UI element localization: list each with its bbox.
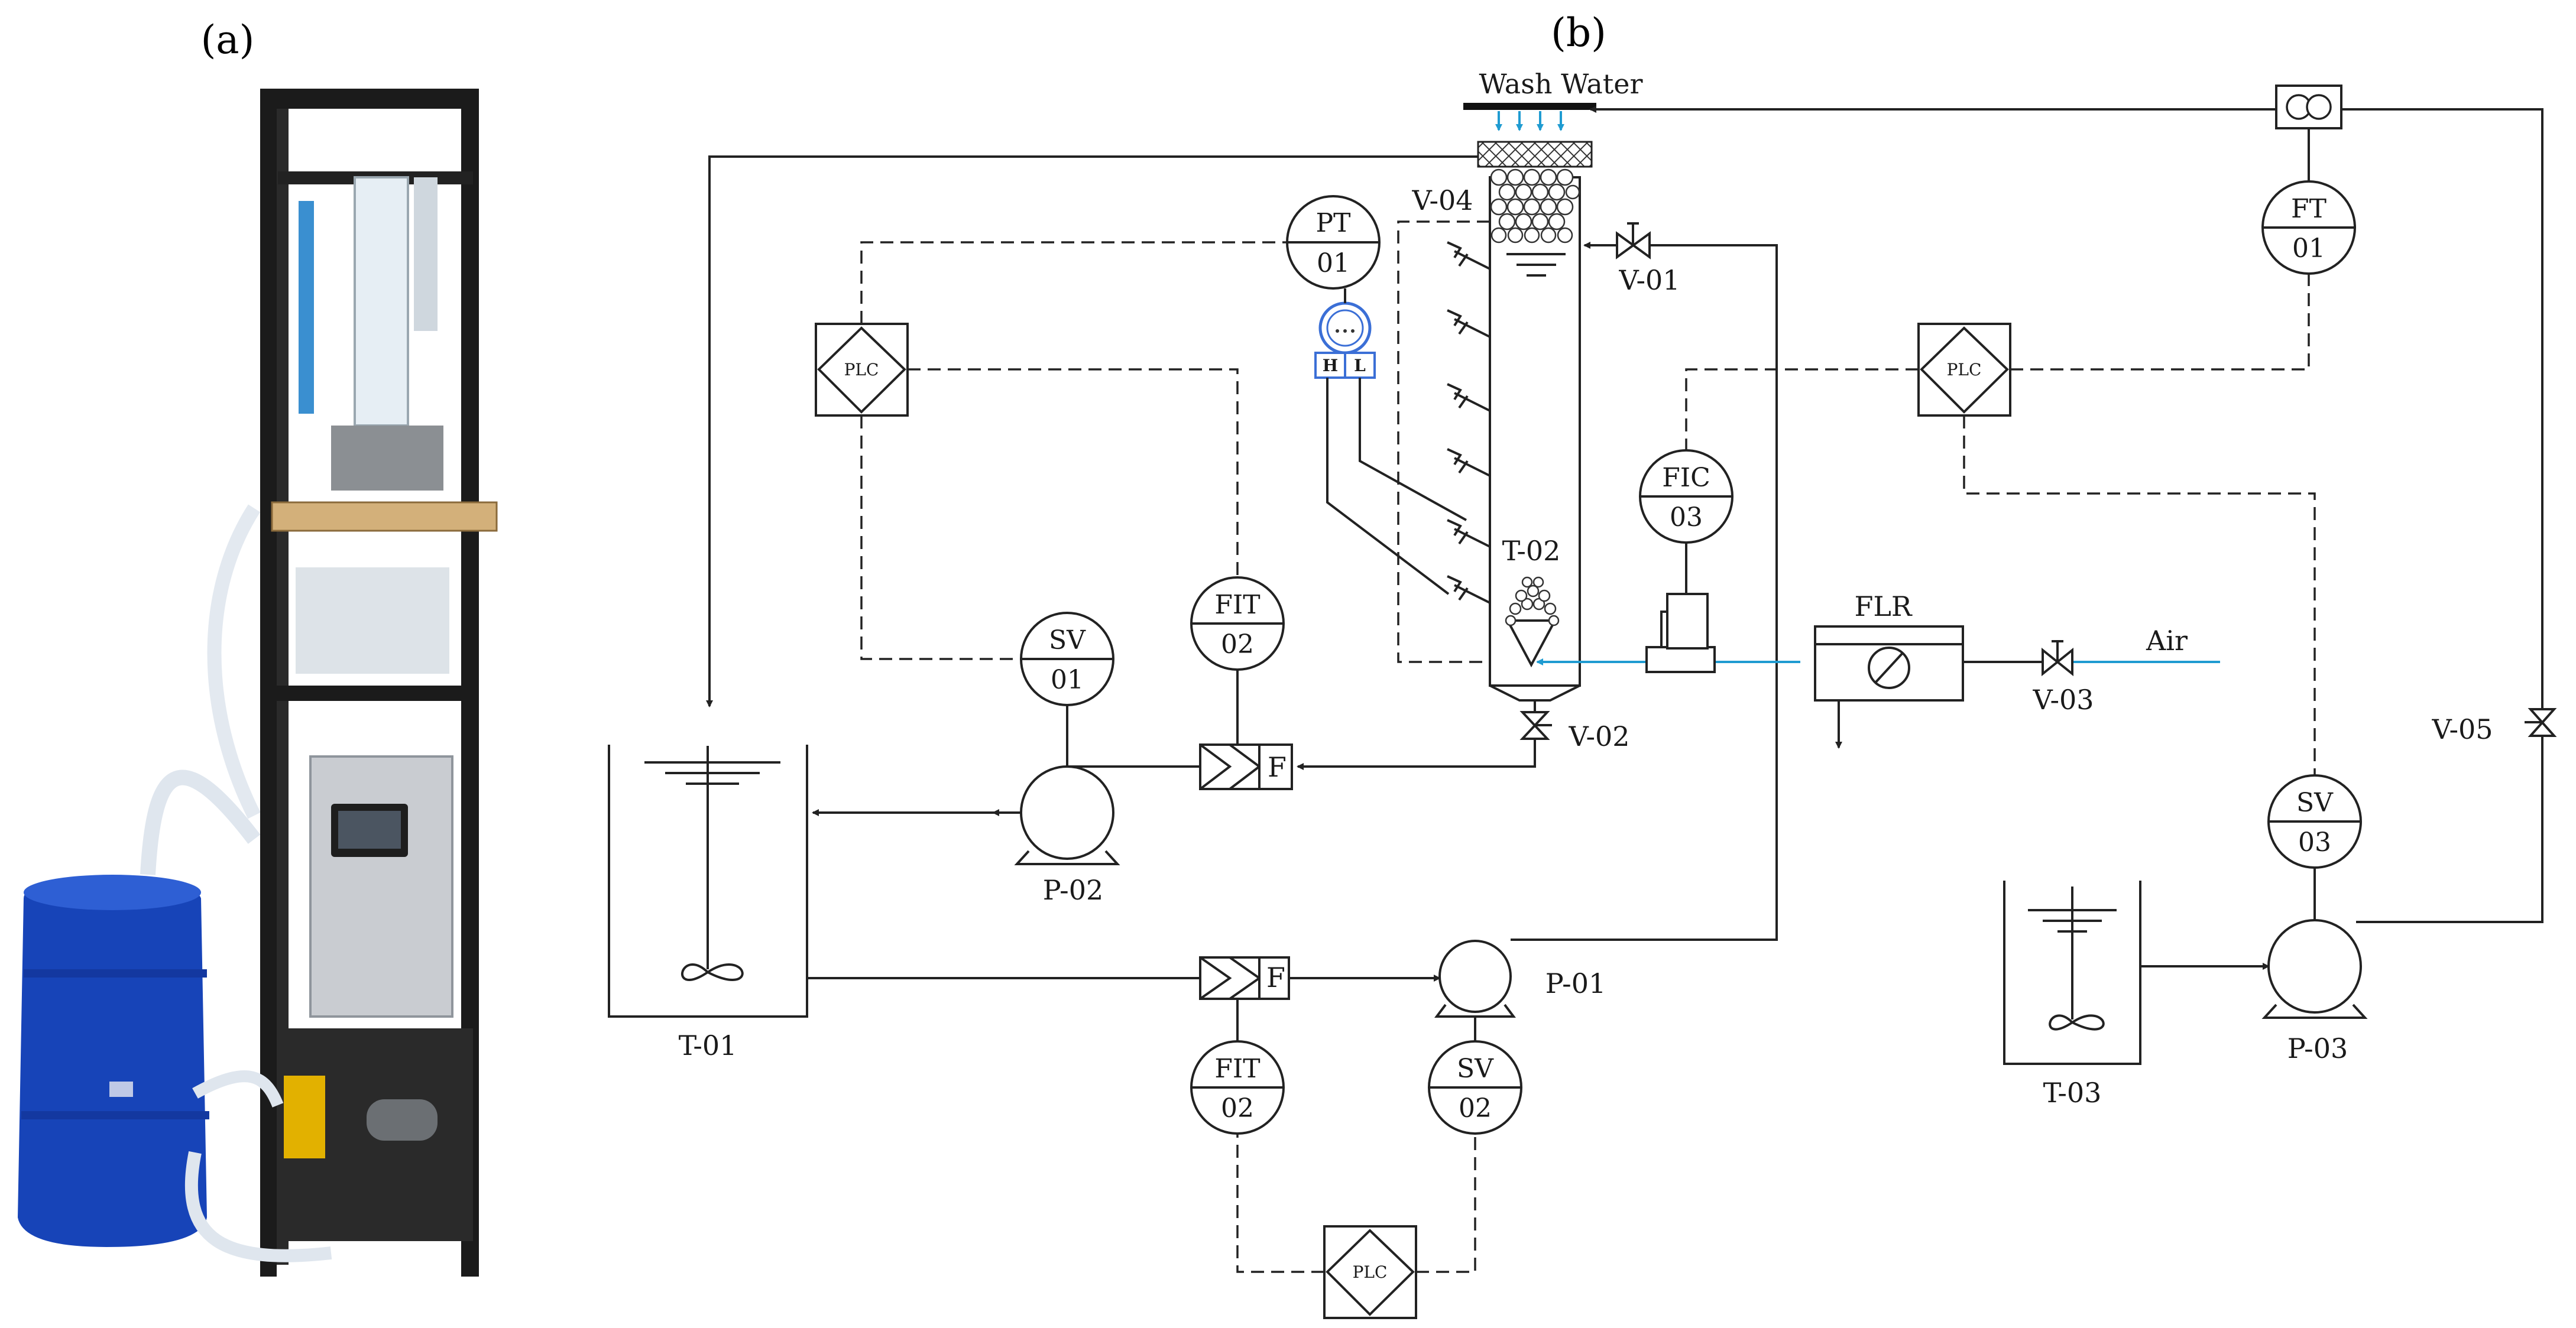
wash-water-distributor [1463, 103, 1596, 131]
label-t01: T-01 [679, 1030, 737, 1061]
fit02-upper-tag: FIT [1214, 590, 1260, 620]
sv02-number: 02 [1459, 1093, 1492, 1124]
pt01-tag: PT [1316, 208, 1351, 238]
label-gauge-h: H [1323, 356, 1338, 375]
label-p02: P-02 [1043, 874, 1104, 906]
signal-lines [860, 241, 2316, 1273]
plc-bottom [1323, 1225, 1417, 1319]
plc-left-label: PLC [844, 360, 879, 379]
process-lines [706, 106, 2543, 982]
label-v01: V-01 [1618, 264, 1680, 296]
instrument-sv02 [1428, 1017, 1522, 1135]
panel-label-a: (a) [201, 17, 255, 63]
valve-v02-icon [1519, 711, 1552, 740]
plc-right [1917, 323, 2011, 417]
pump-p03-icon [2261, 919, 2368, 1019]
fic03-tag: FIC [1662, 463, 1710, 493]
sv01-number: 01 [1051, 665, 1084, 695]
valve-v01-icon [1616, 222, 1651, 259]
instrument-fit02-lower [1190, 999, 1285, 1135]
label-gauge-l: L [1354, 356, 1366, 375]
label-f-upper: F [1268, 751, 1287, 783]
label-t02: T-02 [1502, 535, 1561, 567]
fit02-lower-number: 02 [1221, 1093, 1254, 1124]
ft01-number: 01 [2292, 233, 2325, 264]
label-v02: V-02 [1568, 720, 1629, 752]
tank-t01 [608, 745, 808, 1018]
label-v03: V-03 [2032, 684, 2094, 716]
label-flr: FLR [1854, 590, 1912, 622]
v04-bracket [1397, 220, 1490, 663]
label-air: Air [2146, 625, 2188, 657]
label-f-lower: F [1266, 962, 1285, 993]
sv03-number: 03 [2298, 827, 2331, 858]
label-p03: P-03 [2287, 1032, 2348, 1064]
instrument-ft01 [2261, 180, 2356, 275]
instrument-fit02-upper [1190, 576, 1285, 745]
valve-v05-icon [2525, 708, 2557, 737]
pump-p02-icon [1014, 765, 1120, 865]
label-v04: V-04 [1411, 184, 1473, 216]
tank-t03 [2003, 881, 2141, 1065]
panel-label-b: (b) [1551, 10, 1606, 56]
fit02-upper-number: 02 [1221, 629, 1254, 660]
label-t03: T-03 [2043, 1077, 2102, 1109]
pt01-number: 01 [1317, 248, 1350, 278]
sv03-tag: SV [2296, 788, 2334, 818]
label-p01: P-01 [1545, 967, 1606, 999]
label-wash-water: Wash Water [1479, 68, 1643, 100]
plc-bottom-label: PLC [1353, 1262, 1388, 1282]
column-t02 [1447, 141, 1593, 702]
flow-totalizer-icon [2275, 85, 2342, 190]
flr-rotameter-icon [1814, 625, 1964, 749]
instrument-sv01 [1020, 612, 1114, 767]
photo-pilot-rig [18, 89, 498, 1277]
sv01-tag: SV [1049, 625, 1086, 655]
valve-v03-icon [1963, 640, 2073, 677]
ft01-tag: FT [2291, 194, 2326, 224]
pump-p01-icon [1434, 940, 1516, 1018]
flowmeter-lower-icon [1199, 956, 1290, 1000]
flow-controller-block [1645, 529, 1716, 673]
sv02-tag: SV [1457, 1054, 1494, 1084]
label-v05: V-05 [2431, 713, 2493, 745]
instrument-fic03 [1639, 449, 1733, 544]
pressure-gauge-icon [1314, 301, 1467, 595]
fic03-number: 03 [1670, 502, 1703, 533]
fit02-lower-tag: FIT [1214, 1054, 1260, 1084]
plc-right-label: PLC [1947, 360, 1982, 379]
